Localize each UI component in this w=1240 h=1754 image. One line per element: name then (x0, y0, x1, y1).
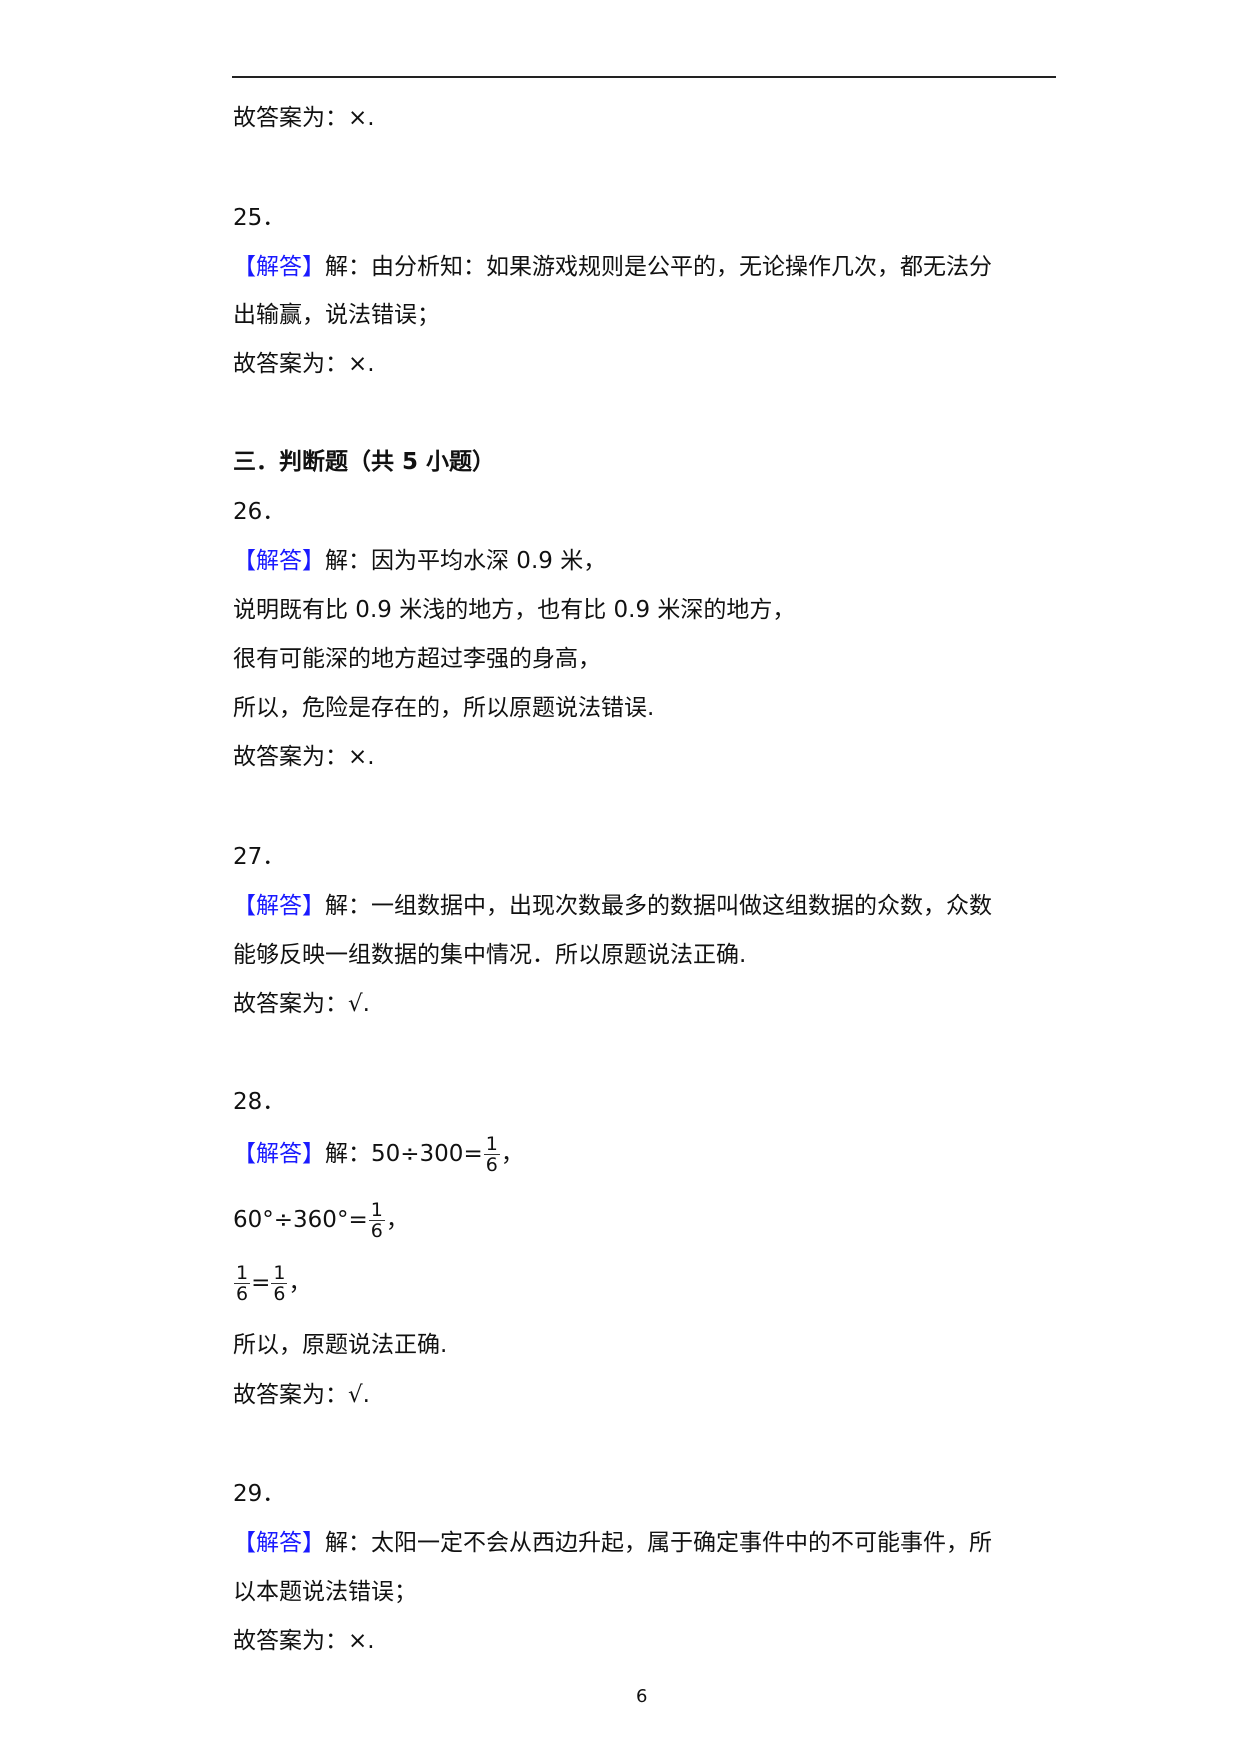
q27-number: 27． (233, 844, 286, 870)
q28-line4: 所以，原题说法正确. (233, 1332, 448, 1358)
q27-line1: 【解答】解：一组数据中，出现次数最多的数据叫做这组数据的众数，众数 (233, 891, 992, 921)
q26-line3: 很有可能深的地方超过李强的身高， (233, 646, 601, 672)
q26-answer: 故答案为：×. (233, 744, 375, 770)
answer-tag: 【解答】 (233, 893, 325, 919)
answer-tag: 【解答】 (233, 254, 325, 280)
q29-line1: 【解答】解：太阳一定不会从西边升起，属于确定事件中的不可能事件，所 (233, 1528, 992, 1558)
q25-text: 解：由分析知：如果游戏规则是公平的，无论操作几次，都无法分 (325, 254, 992, 280)
q28-answer: 故答案为：√. (233, 1382, 370, 1408)
q26-line2: 说明既有比 0.9 米浅的地方，也有比 0.9 米深的地方， (233, 597, 796, 623)
q25-line1: 【解答】解：由分析知：如果游戏规则是公平的，无论操作几次，都无法分 (233, 252, 992, 282)
q29-text: 解：太阳一定不会从西边升起，属于确定事件中的不可能事件，所 (325, 1530, 992, 1556)
q26-text: 解：因为平均水深 0.9 米， (325, 548, 607, 574)
q28-text: 解：50÷300= (325, 1141, 483, 1167)
q27-text: 解：一组数据中，出现次数最多的数据叫做这组数据的众数，众数 (325, 893, 992, 919)
q28-number: 28． (233, 1089, 286, 1115)
q26-number: 26． (233, 499, 286, 525)
q25-number: 25． (233, 205, 286, 231)
answer-tag: 【解答】 (233, 1141, 325, 1167)
q29-answer: 故答案为：×. (233, 1628, 375, 1654)
answer-tag: 【解答】 (233, 548, 325, 574)
q26-line1: 【解答】解：因为平均水深 0.9 米， (233, 546, 606, 576)
header-rule (232, 76, 1056, 78)
q25-line2: 出输赢，说法错误； (233, 302, 440, 328)
answer-tag: 【解答】 (233, 1530, 325, 1556)
q27-line2: 能够反映一组数据的集中情况．所以原题说法正确. (233, 942, 747, 968)
section-title: 三．判断题（共 5 小题） (233, 449, 496, 475)
q26-line4: 所以，危险是存在的，所以原题说法错误. (233, 695, 655, 721)
q29-number: 29． (233, 1481, 286, 1507)
q29-line2: 以本题说法错误； (233, 1579, 417, 1605)
q25-answer: 故答案为：×. (233, 351, 375, 377)
page-number: 6 (636, 1686, 648, 1707)
q27-answer: 故答案为：√. (233, 991, 370, 1017)
q24-answer: 故答案为：×. (233, 105, 375, 131)
